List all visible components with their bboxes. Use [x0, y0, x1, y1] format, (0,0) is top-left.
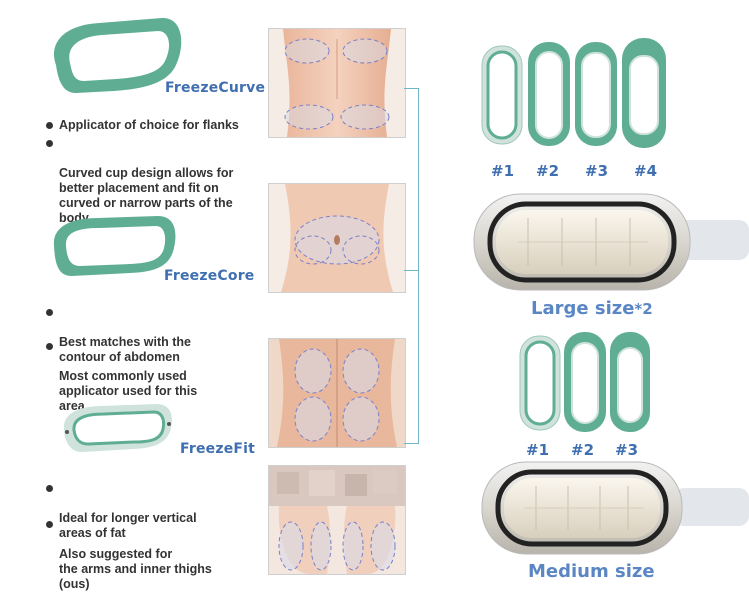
freezecore-bullet-1: Best matches with the contour of abdomen [46, 305, 286, 380]
medium-handpiece-image [481, 461, 749, 555]
medium-ring-3-icon [610, 332, 650, 432]
medium-ring-number: #1 [526, 441, 550, 459]
connector-line [418, 88, 419, 444]
freezecore-bullet-2: Most commonly used applicator used for t… [46, 339, 286, 429]
large-ring-2-icon [528, 42, 570, 146]
freezecurve-title: FreezeCurve [165, 80, 266, 96]
bullet-dot [46, 485, 53, 492]
medium-ring-2-icon [564, 332, 606, 432]
large-ring-3-icon [575, 42, 617, 146]
large-ring-number: #4 [634, 162, 658, 180]
freezecore-title: FreezeCore [164, 268, 255, 284]
medium-ring-number: #2 [571, 441, 595, 459]
large-ring-number: #1 [491, 162, 515, 180]
freezefit-bullet-1: Ideal for longer vertical areas of fat [46, 481, 286, 556]
bullet-dot [46, 122, 53, 129]
bullet-dot [46, 309, 53, 316]
large-ring-number: #3 [585, 162, 609, 180]
freezecurve-bullet-2: Curved cup design allows for better plac… [46, 136, 286, 241]
bullet-dot [46, 521, 53, 528]
freezecurve-applicator-icon [53, 17, 182, 93]
freezecurve-bullet-1: Applicator of choice for flanks [46, 118, 286, 133]
connector-line [404, 270, 419, 271]
bullet-dot [46, 140, 53, 147]
large-handpiece-image [473, 193, 749, 291]
freezecore-applicator-icon [53, 216, 176, 276]
flanks-body-photo [268, 28, 406, 138]
medium-ring-1-icon [519, 335, 561, 431]
medium-size-label: Medium size [528, 561, 655, 582]
large-size-label: Large size*2 [531, 298, 653, 319]
connector-line [404, 88, 419, 89]
large-size-text: Large size [531, 298, 635, 319]
large-ring-number: #2 [536, 162, 560, 180]
medium-ring-number: #3 [615, 441, 639, 459]
freezefit-bullet-2: Also suggested for the arms and inner th… [46, 517, 286, 607]
abdomen-body-photo [268, 183, 406, 293]
thighs-body-photo [268, 465, 406, 575]
large-size-multiplier: *2 [634, 300, 653, 318]
freezefit-applicator-icon [63, 404, 172, 452]
bullet-dot [46, 343, 53, 350]
back-body-photo [268, 338, 406, 448]
large-ring-1-icon [481, 45, 523, 145]
large-ring-4-icon [622, 38, 666, 148]
freezefit-title: FreezeFit [180, 441, 256, 457]
connector-line [404, 443, 419, 444]
